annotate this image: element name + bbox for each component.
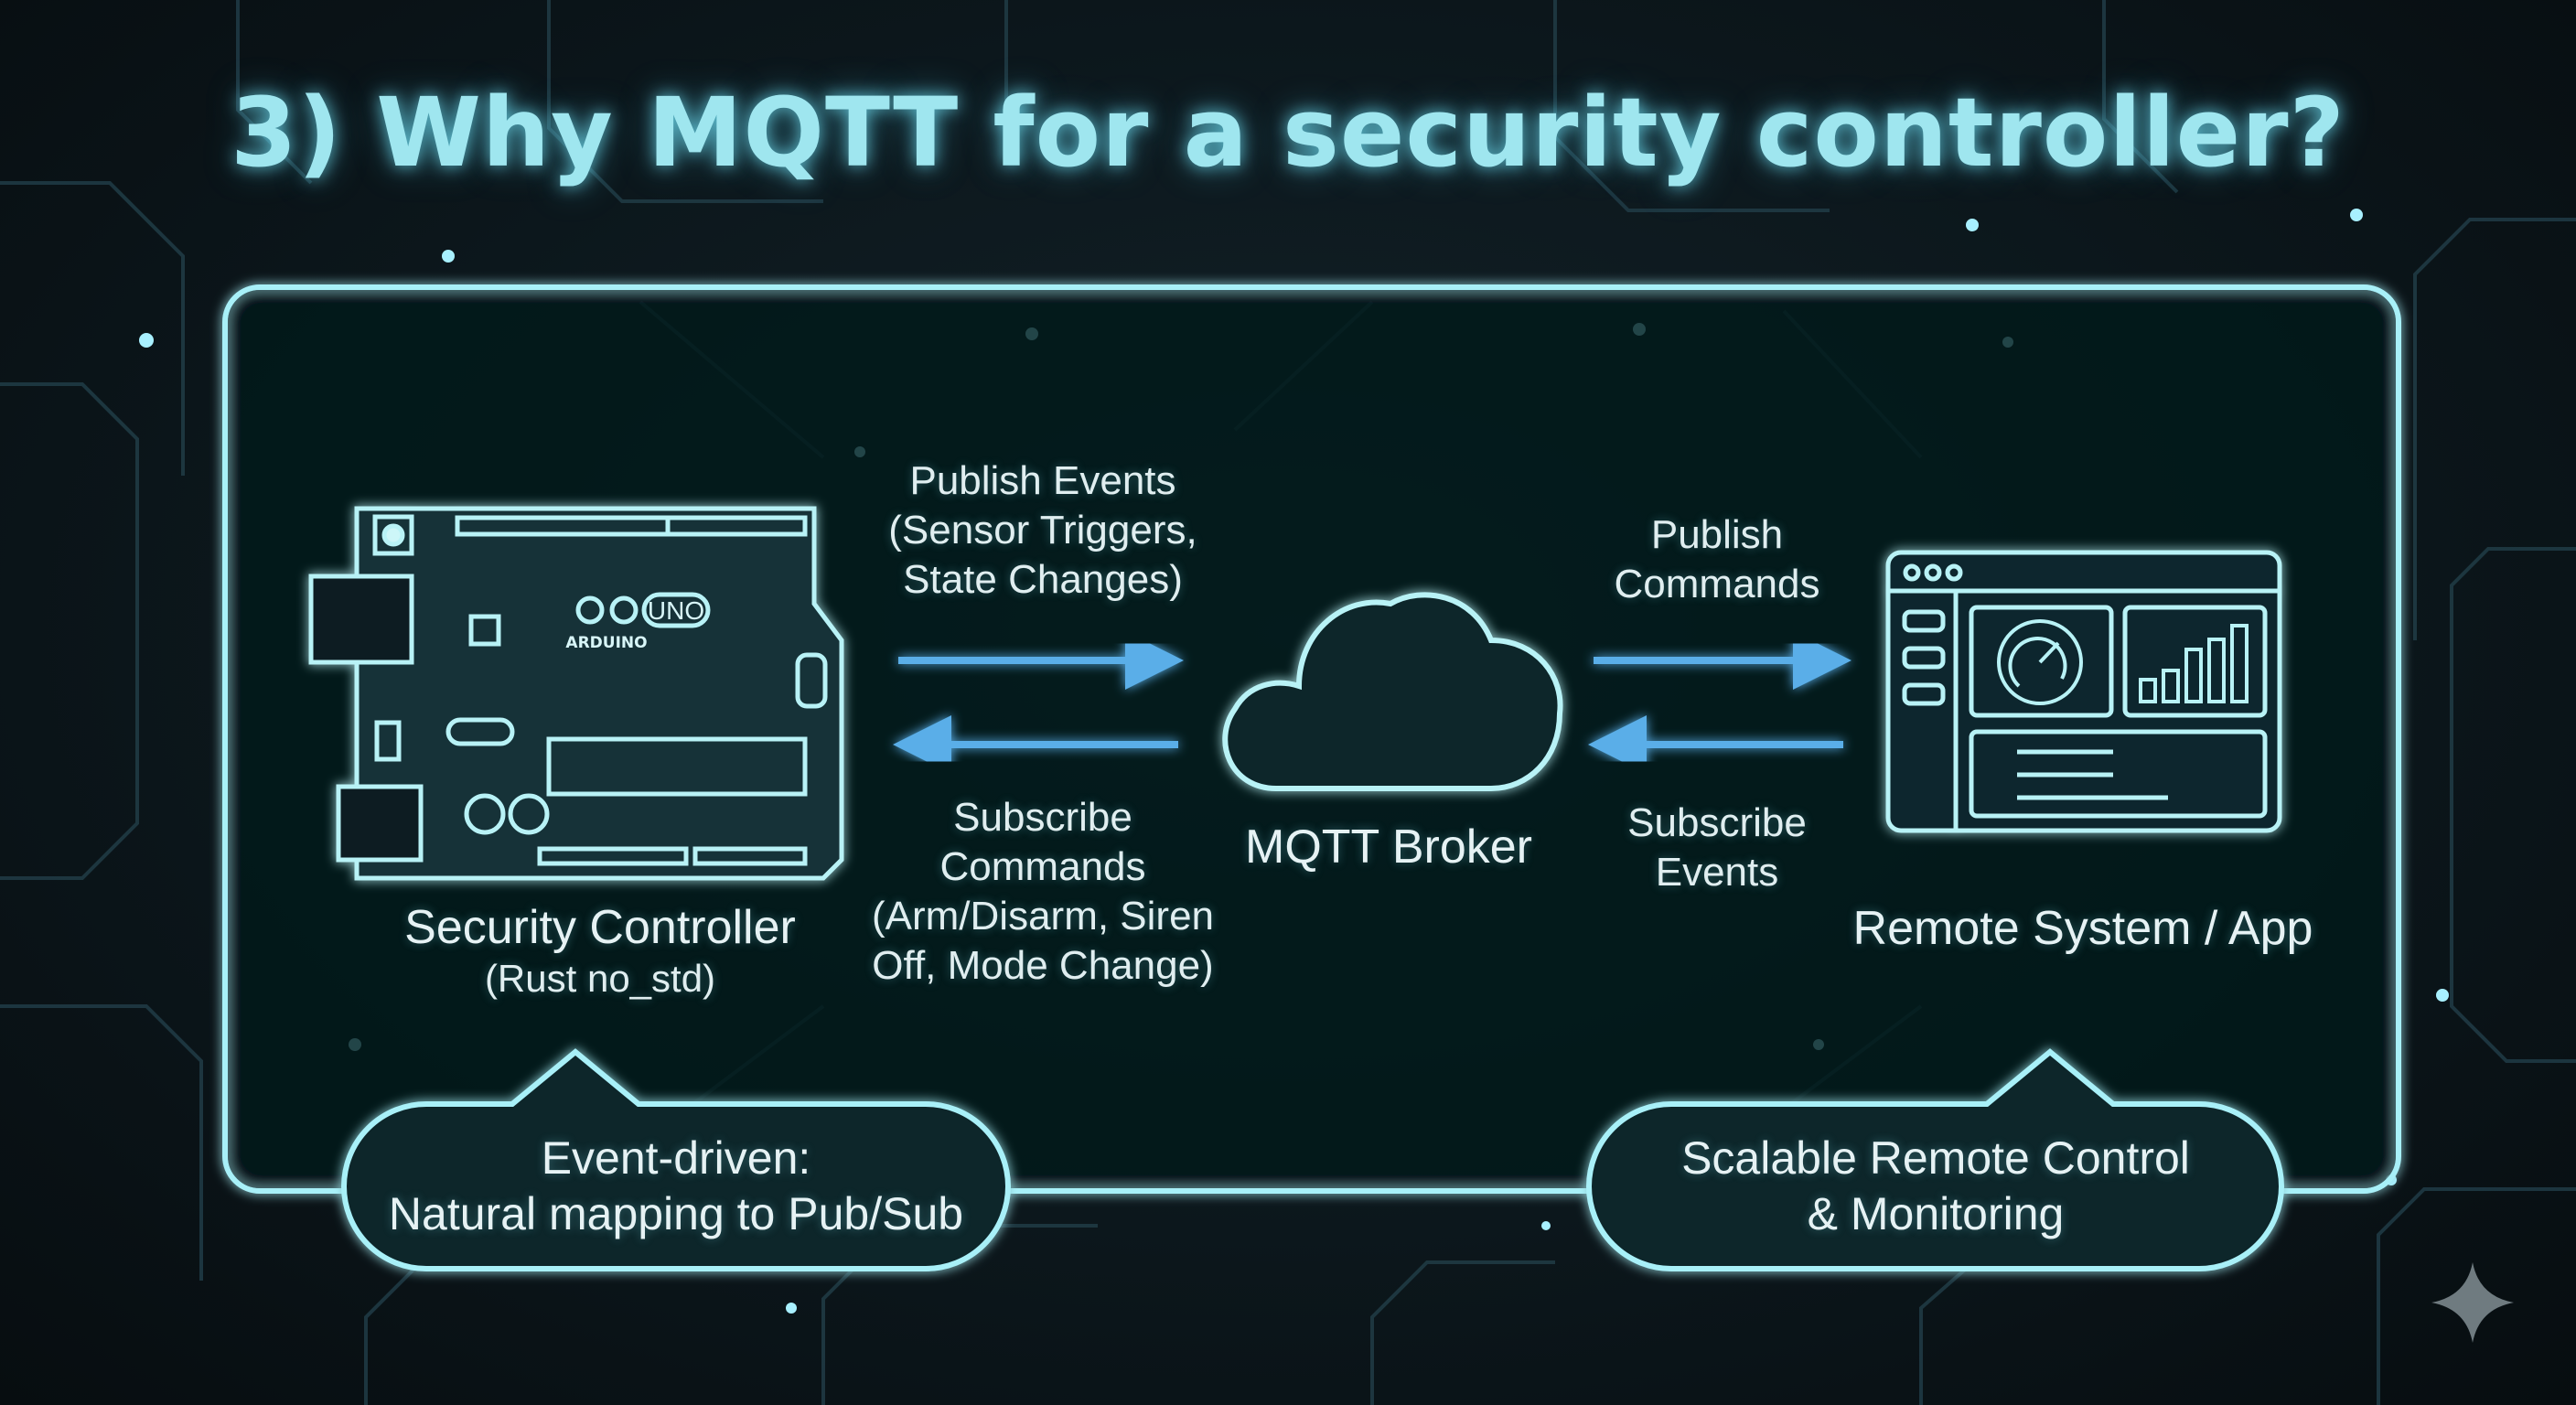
publish-events-line2: (Sensor Triggers,	[888, 508, 1197, 552]
publish-events-label: Publish Events (Sensor Triggers, State C…	[888, 456, 1197, 605]
controller-label: Security Controller	[404, 901, 796, 954]
callout-scalable-text: Scalable Remote Control & Monitoring	[1681, 1131, 2190, 1242]
subscribe-events-line1: Subscribe	[1627, 800, 1807, 845]
dashboard-icon	[1885, 550, 2282, 833]
cloud-icon	[1222, 592, 1563, 791]
publish-commands-line2: Commands	[1614, 562, 1820, 606]
callout-line1: Event-driven:	[541, 1132, 811, 1184]
callout-event-driven-text: Event-driven: Natural mapping to Pub/Sub	[389, 1131, 963, 1242]
callout-line1: Scalable Remote Control	[1681, 1132, 2190, 1184]
subscribe-commands-line3: (Arm/Disarm, Siren	[871, 894, 1215, 938]
publish-events-line1: Publish Events	[909, 458, 1176, 503]
subscribe-events-label: Subscribe Events	[1627, 799, 1807, 897]
controller-subtitle: (Rust no_std)	[484, 957, 716, 1000]
callout-bubble-event-driven	[341, 1048, 1011, 1271]
sparkle-icon	[2431, 1262, 2514, 1343]
remote-label: Remote System / App	[1852, 902, 2313, 955]
publish-commands-label: Publish Commands	[1615, 510, 1820, 609]
broker-label: MQTT Broker	[1245, 820, 1532, 874]
subscribe-commands-label: Subscribe Commands (Arm/Disarm, Siren Of…	[872, 793, 1214, 991]
gauge-icon	[1997, 619, 2083, 705]
callout-bubble-scalable	[1586, 1048, 2284, 1271]
subscribe-commands-line2: Commands	[939, 844, 1146, 889]
page-title: 3) Why MQTT for a security controller?	[231, 77, 2345, 188]
subscribe-events-line2: Events	[1655, 850, 1779, 895]
callout-line2: Natural mapping to Pub/Sub	[388, 1188, 964, 1239]
board-brand-text: ARDUINO	[565, 634, 647, 652]
subscribe-commands-line4: Off, Mode Change)	[872, 943, 1214, 988]
publish-commands-line1: Publish	[1650, 512, 1784, 557]
arduino-board-icon	[308, 506, 844, 881]
subscribe-commands-line1: Subscribe	[953, 795, 1132, 840]
bar-chart-icon	[2139, 624, 2249, 703]
callout-line2: & Monitoring	[1807, 1188, 2065, 1239]
board-model-text: UNO	[648, 596, 704, 625]
publish-events-line3: State Changes)	[903, 557, 1183, 602]
